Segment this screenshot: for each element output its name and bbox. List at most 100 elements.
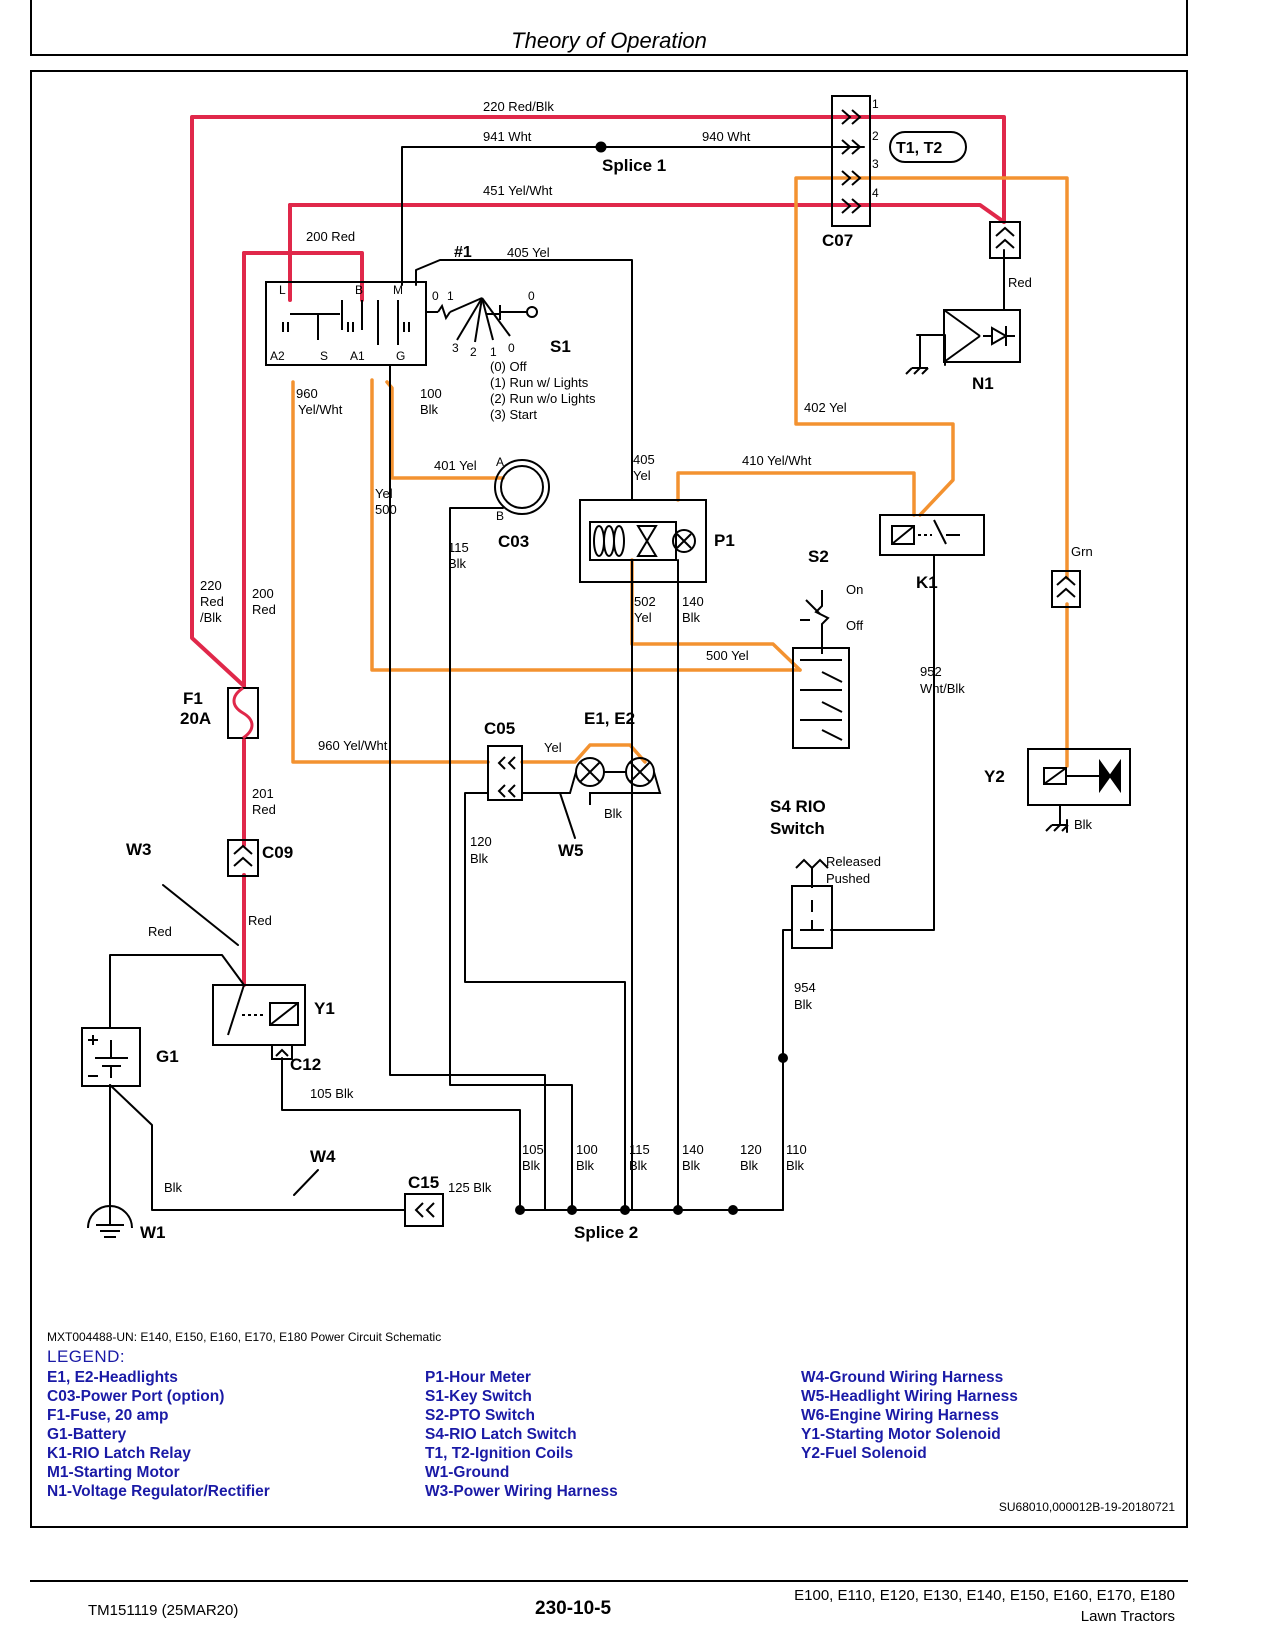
wire-110: 110 <box>786 1142 807 1157</box>
label-w4: W4 <box>310 1147 336 1166</box>
figure-caption: MXT004488-UN: E140, E150, E160, E170, E1… <box>47 1330 442 1344</box>
label-w1: W1 <box>140 1223 166 1242</box>
header-frame <box>30 0 1188 56</box>
n1-voltage-regulator <box>905 309 1021 375</box>
label-c15: C15 <box>408 1173 439 1192</box>
legend-item: P1-Hour Meter <box>425 1369 531 1386</box>
legend-item: S4-RIO Latch Switch <box>425 1426 577 1443</box>
legend-item: C03-Power Port (option) <box>47 1388 225 1405</box>
wire-120-bottom-color: Blk <box>740 1158 759 1173</box>
wire-140: 140 <box>682 594 704 609</box>
wire-940: 940 Wht <box>702 129 751 144</box>
legend-item: N1-Voltage Regulator/Rectifier <box>47 1483 270 1500</box>
wire-120: 120 <box>470 834 492 849</box>
c07-pin-3: 3 <box>872 157 879 171</box>
y1-starter-solenoid <box>212 984 306 1046</box>
label-c09: C09 <box>262 843 293 862</box>
wire-451: 451 Yel/Wht <box>483 183 553 198</box>
legend-item: F1-Fuse, 20 amp <box>47 1407 169 1424</box>
label-p1: P1 <box>714 531 735 550</box>
wire-115-bottom-color: Blk <box>629 1158 648 1173</box>
wire-941: 941 Wht <box>483 129 532 144</box>
legend-item: S2-PTO Switch <box>425 1407 535 1424</box>
legend-item: S1-Key Switch <box>425 1388 532 1405</box>
wire-105: 105 <box>522 1142 544 1157</box>
footer-model-list: E100, E110, E120, E130, E140, E150, E160… <box>794 1587 1175 1604</box>
wire-grn: Grn <box>1071 544 1093 559</box>
wire-220: 220 Red/Blk <box>483 99 554 114</box>
wire-200: 200 Red <box>306 229 355 244</box>
legend-column-2: P1-Hour Meter S1-Key Switch S2-PTO Switc… <box>425 1368 618 1501</box>
wire-954: 954 <box>794 980 816 995</box>
s1-position-start: (3) Start <box>490 407 537 422</box>
label-g1: G1 <box>156 1047 179 1066</box>
legend-item: W4-Ground Wiring Harness <box>801 1369 1004 1386</box>
wire-201: 201 <box>252 786 274 801</box>
wire-105-color: Blk <box>522 1158 541 1173</box>
s1-pin-g: G <box>396 349 405 363</box>
n1-connector <box>989 221 1021 259</box>
legend-item: G1-Battery <box>47 1426 127 1443</box>
s1-position-run-lights: (1) Run w/ Lights <box>490 375 589 390</box>
wire-201-color: Red <box>252 802 276 817</box>
s1-pin-a2: A2 <box>270 349 285 363</box>
p1-hour-meter <box>579 499 707 583</box>
label-y2: Y2 <box>984 767 1005 786</box>
wire-960-horiz: 960 Yel/Wht <box>318 738 388 753</box>
s1-pin-b: B <box>355 283 363 297</box>
splice-dots <box>515 141 788 1215</box>
wire-100-bottom-color: Blk <box>576 1158 595 1173</box>
label-y1: Y1 <box>314 999 335 1018</box>
wire-401: 401 Yel <box>434 458 477 473</box>
c03-pin-b: B <box>496 509 504 523</box>
ignition-coils-box <box>889 131 967 163</box>
wire-hash-1: #1 <box>454 244 472 261</box>
wire-140-bottom-color: Blk <box>682 1158 701 1173</box>
label-splice-2: Splice 2 <box>574 1223 638 1242</box>
black-wires <box>109 146 1068 1226</box>
label-s2: S2 <box>808 547 829 566</box>
label-s4: S4 RIO <box>770 797 826 816</box>
legend-column-3: W4-Ground Wiring Harness W5-Headlight Wi… <box>801 1368 1018 1463</box>
wire-502-color: Yel <box>634 610 652 625</box>
k1-relay <box>879 514 985 556</box>
c05-connector <box>487 745 523 801</box>
legend-item: Y2-Fuel Solenoid <box>801 1445 927 1462</box>
label-t1-t2: T1, T2 <box>896 140 942 157</box>
orange-wires <box>291 176 1069 768</box>
s1-pos-1a: 1 <box>447 289 454 303</box>
wire-200-vert: 200 <box>252 586 274 601</box>
legend-item: E1, E2-Headlights <box>47 1369 178 1386</box>
footer-rule <box>30 1580 1188 1582</box>
label-e1-e2: E1, E2 <box>584 709 635 728</box>
wire-blk-y2: Blk <box>1074 817 1093 832</box>
label-s1: S1 <box>550 337 571 356</box>
fuel-connector <box>1051 570 1081 608</box>
wire-115: 115 <box>448 540 469 555</box>
wire-120-bottom: 120 <box>740 1142 762 1157</box>
f1-fuse <box>227 686 259 740</box>
s4-rio-switch <box>791 858 833 949</box>
wire-140-color: Blk <box>682 610 701 625</box>
s2-pto-switch <box>792 590 850 749</box>
wire-220-vert: 220 <box>200 578 222 593</box>
wire-402: 402 Yel <box>804 400 847 415</box>
s4-state-pushed: Pushed <box>826 871 870 886</box>
c07-pin-4: 4 <box>872 186 879 200</box>
page-title: Theory of Operation <box>511 28 707 53</box>
legend-title: LEGEND: <box>47 1347 126 1366</box>
s1-pos-3: 3 <box>452 341 459 355</box>
wire-960: 960 <box>296 386 318 401</box>
red-wires <box>190 115 1006 987</box>
e1-e2-headlights <box>522 757 662 805</box>
label-k1: K1 <box>916 573 938 592</box>
legend-item: T1, T2-Ignition Coils <box>425 1445 574 1462</box>
wire-labels: 220 Red/Blk 941 Wht 940 Wht 451 Yel/Wht … <box>148 99 1093 1195</box>
c03-pin-a: A <box>496 455 504 469</box>
wire-500-color: Yel <box>375 486 393 501</box>
g1-battery <box>81 1027 141 1087</box>
wire-405-vert-color: Yel <box>633 468 651 483</box>
s1-pin-m: M <box>393 283 403 297</box>
wire-100-bottom: 100 <box>576 1142 598 1157</box>
pin-labels: 1 2 3 4 L B M A2 S A1 G 0 1 0 3 2 1 0 A … <box>270 97 879 523</box>
